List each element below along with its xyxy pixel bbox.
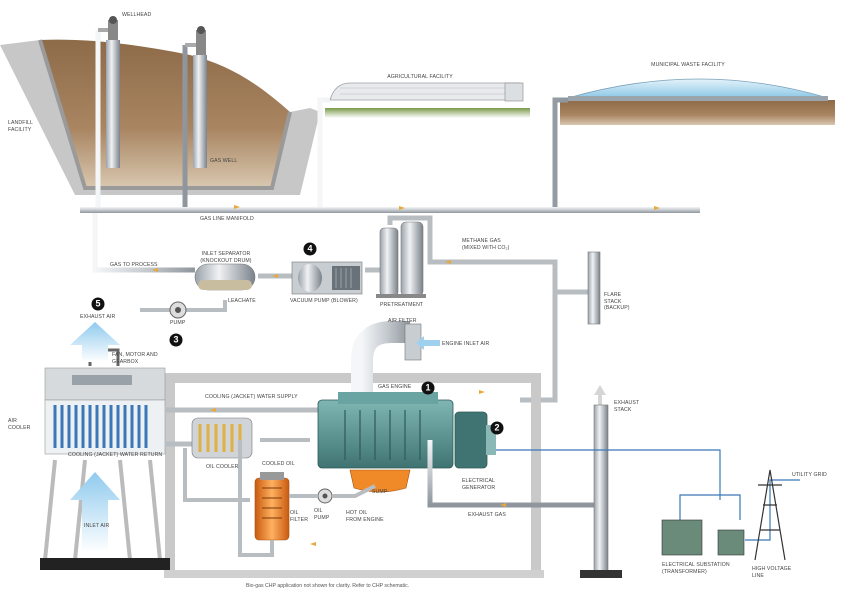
label-wellhead: WELLHEAD xyxy=(122,12,152,18)
label-electrical-substation: ELECTRICAL SUBSTATION (TRANSFORMER) xyxy=(662,562,730,575)
label-agricultural-facility: AGRICULTURAL FACILITY xyxy=(387,74,453,80)
air-cooler xyxy=(40,348,170,570)
label-oil-filter: OIL FILTER xyxy=(290,510,309,523)
marker-3: 3 xyxy=(169,333,183,347)
power-system xyxy=(496,449,800,561)
label-pump: PUMP xyxy=(170,320,186,326)
label-air-cooler: AIR COOLER xyxy=(8,418,31,431)
label-engine-inlet-air: ENGINE INLET AIR xyxy=(442,341,490,347)
label-gas-to-process: GAS TO PROCESS xyxy=(110,262,158,268)
label-pretreatment: PRETREATMENT xyxy=(380,302,424,308)
oil-cooler xyxy=(191,417,253,459)
flare-stack xyxy=(587,251,601,325)
label-hot-oil: HOT OIL FROM ENGINE xyxy=(346,510,384,523)
label-cooled-oil: COOLED OIL xyxy=(262,461,295,467)
air-filter-intake xyxy=(351,321,440,395)
sump xyxy=(349,469,411,493)
label-flare-stack: FLARE STACK (BACKUP) xyxy=(604,292,630,311)
vacuum-pump xyxy=(291,261,363,295)
label-cooling-water-return: COOLING (JACKET) WATER RETURN xyxy=(68,452,163,458)
label-utility-grid: UTILITY GRID xyxy=(792,472,827,478)
label-methane-gas: METHANE GAS (mixed with CO₂) xyxy=(462,238,510,251)
gas-engine xyxy=(317,392,454,469)
label-inlet-air: INLET AIR xyxy=(84,523,110,529)
label-air-filter: AIR FILTER xyxy=(388,318,417,324)
inlet-separator xyxy=(194,263,256,291)
label-vacuum-pump: VACUUM PUMP (BLOWER) xyxy=(290,298,358,304)
label-gas-line-manifold: GAS LINE MANIFOLD xyxy=(200,216,254,222)
label-landfill-facility: LANDFILL FACILITY xyxy=(8,120,34,133)
marker-5: 5 xyxy=(91,297,105,311)
label-gas-engine: GAS ENGINE xyxy=(378,384,412,390)
cooling-water-pipes xyxy=(165,407,320,447)
municipal-waste-facility xyxy=(560,78,835,125)
label-leachate: LEACHATE xyxy=(228,298,256,304)
marker-1: 1 xyxy=(421,381,435,395)
footnote: Bio-gas CHP application not shown for cl… xyxy=(246,583,410,589)
air-flow-arrows xyxy=(70,322,606,552)
label-exhaust-gas: EXHAUST GAS xyxy=(468,512,506,518)
agricultural-facility xyxy=(325,82,530,118)
pretreatment xyxy=(376,221,426,298)
label-oil-pump: OIL PUMP xyxy=(314,508,330,521)
oil-pump xyxy=(183,440,376,557)
exhaust-piping xyxy=(427,404,622,578)
label-electrical-generator: ELECTRICAL GENERATOR xyxy=(462,478,496,491)
label-cooling-water-supply: COOLING (JACKET) WATER SUPPLY xyxy=(205,394,298,400)
label-inlet-separator: INLET SEPARATOR (KNOCKOUT DRUM) xyxy=(200,251,252,264)
electrical-generator xyxy=(454,411,496,469)
label-high-voltage-line: HIGH VOLTAGE LINE xyxy=(752,566,792,579)
label-sump: SUMP xyxy=(372,489,388,495)
leachate-pump xyxy=(169,301,187,319)
gas-piping xyxy=(80,97,700,403)
oil-filter xyxy=(254,472,290,541)
landfill xyxy=(0,39,320,195)
label-exhaust-stack: EXHAUST STACK xyxy=(614,400,640,413)
marker-2: 2 xyxy=(490,421,504,435)
label-gas-well: GAS WELL xyxy=(210,158,238,164)
gas-wells xyxy=(95,16,207,212)
label-fan-motor-gearbox: FAN, MOTOR AND GEARBOX xyxy=(112,352,158,365)
label-municipal-waste-facility: MUNICIPAL WASTE FACILITY xyxy=(651,62,725,68)
marker-4: 4 xyxy=(303,242,317,256)
label-oil-cooler: OIL COOLER xyxy=(206,464,239,470)
label-exhaust-air: EXHAUST AIR xyxy=(80,314,116,320)
